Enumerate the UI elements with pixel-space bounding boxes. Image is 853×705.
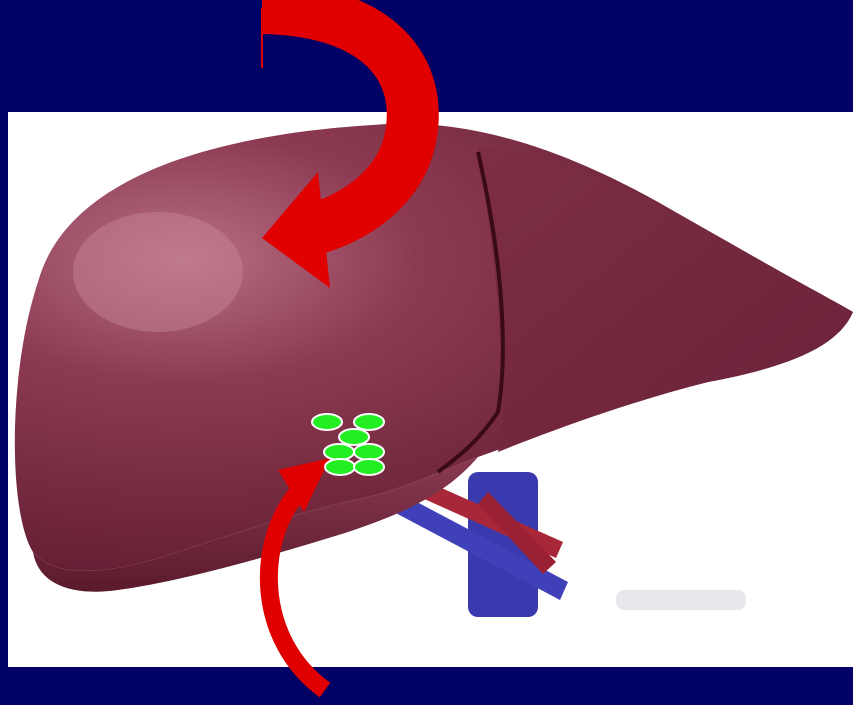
right-lobe (478, 147, 853, 452)
blood-vessels (390, 472, 746, 617)
liver-illustration-panel (8, 112, 853, 667)
liver-illustration (8, 112, 853, 667)
shadow-strip (616, 590, 746, 610)
liver-highlight (73, 212, 243, 332)
